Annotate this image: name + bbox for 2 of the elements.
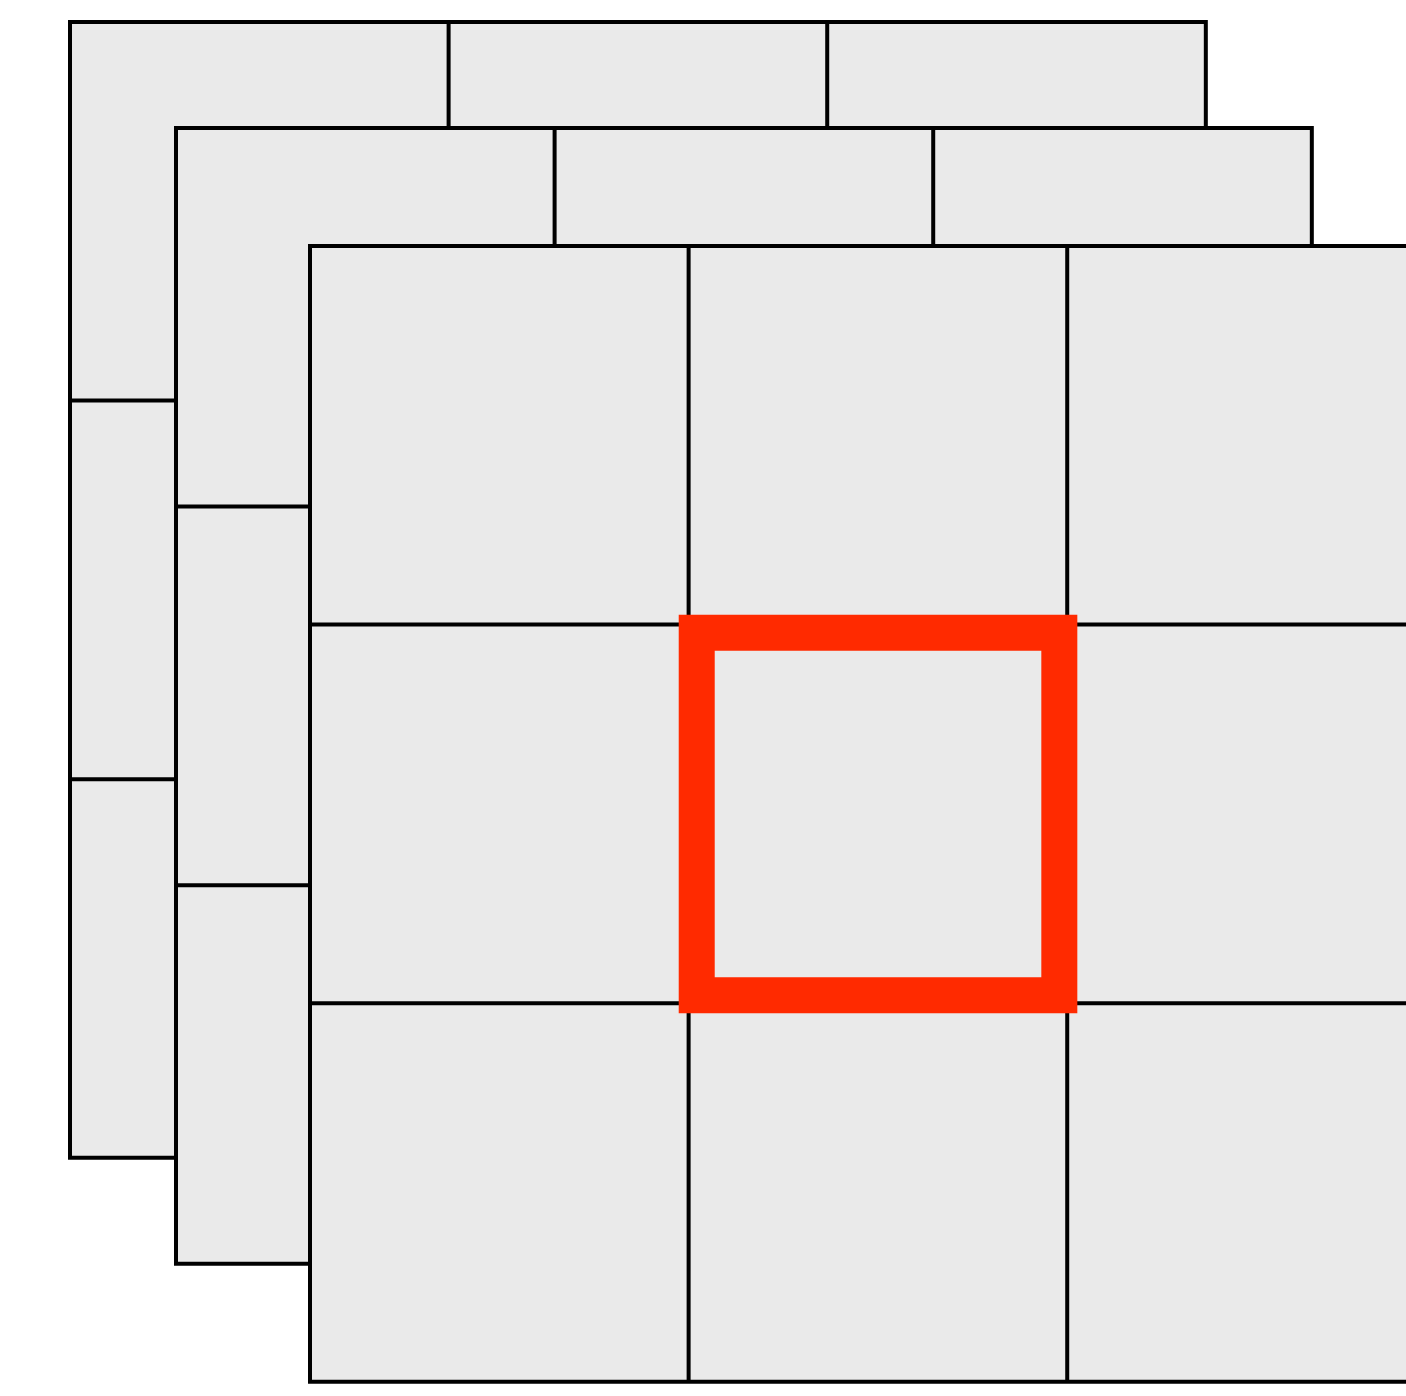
- grid-drawing: [308, 244, 1406, 1384]
- highlight-square: [678, 614, 1078, 1014]
